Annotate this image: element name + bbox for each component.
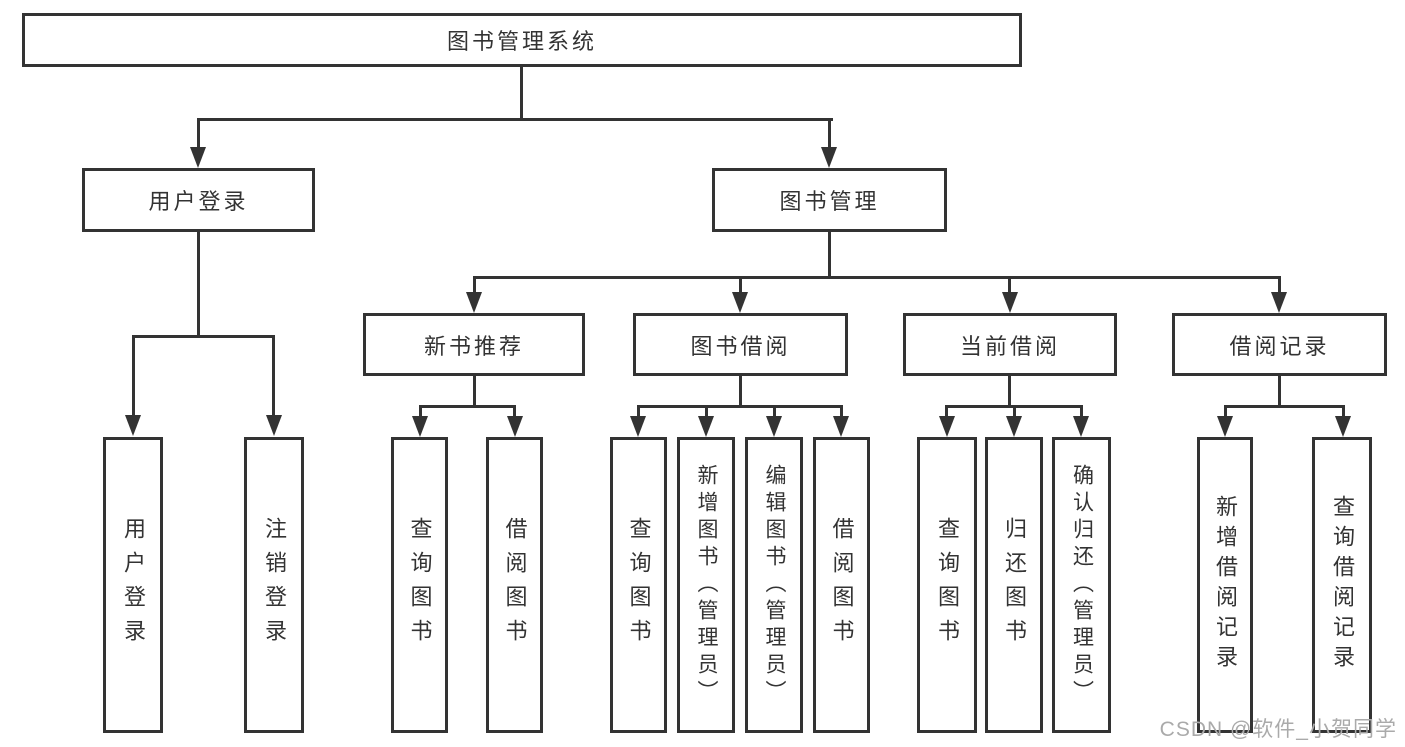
connector-drop-user-login	[197, 118, 200, 147]
connector-drop	[705, 405, 708, 416]
leaf-borrow-books-recommend: 借阅图书	[486, 437, 543, 733]
arrowhead	[698, 416, 714, 437]
node-label: 用户登录	[148, 189, 249, 214]
node-label: 图书管理	[779, 189, 880, 214]
node-label: 查询图书	[626, 517, 652, 653]
connector-borrow-records-stem	[1278, 376, 1281, 405]
arrowhead	[1073, 416, 1089, 437]
arrowhead-borrow-records	[1271, 292, 1287, 313]
arrowhead-new-book	[466, 292, 482, 313]
connector-drop	[1224, 405, 1227, 416]
leaf-borrow-books: 借阅图书	[813, 437, 870, 733]
arrowhead	[1335, 416, 1351, 437]
node-user-login: 用户登录	[82, 168, 315, 232]
node-book-borrow: 图书借阅	[633, 313, 848, 376]
connector-drop-current-borrow	[1008, 276, 1011, 292]
connector-root-branch	[197, 118, 833, 121]
connector-drop-leaf-logout	[272, 335, 275, 415]
arrowhead-book-management	[821, 147, 837, 168]
node-new-book-recommend: 新书推荐	[363, 313, 585, 376]
node-label: 图书借阅	[690, 333, 791, 359]
node-label: 新书推荐	[423, 333, 524, 359]
connector-user-login-branch	[132, 335, 275, 338]
connector-drop-leaf-user-login	[132, 335, 135, 415]
leaf-add-books-admin: 新增图书（管理员）	[677, 437, 735, 733]
node-label: 查询图书	[935, 517, 960, 653]
arrowhead	[412, 416, 428, 437]
node-label: 用户登录	[121, 517, 146, 653]
node-label: 编辑图书（管理员）	[763, 463, 786, 707]
connector-user-login-stem	[197, 232, 200, 335]
connector-drop	[419, 405, 422, 416]
node-label: 借阅记录	[1229, 333, 1330, 359]
node-library-management-system: 图书管理系统	[22, 13, 1022, 67]
csdn-watermark: CSDN @软件_小贺同学	[1159, 718, 1397, 741]
arrowhead-current-borrow	[1002, 292, 1018, 313]
node-label: 借阅图书	[829, 517, 855, 653]
node-label: 当前借阅	[959, 333, 1060, 359]
arrowhead	[1006, 416, 1022, 437]
node-label: 注销登录	[262, 517, 287, 653]
connector-borrow-records-branch	[1224, 405, 1345, 408]
connector-drop	[773, 405, 776, 416]
arrowhead	[507, 416, 523, 437]
leaf-confirm-return-admin: 确认归还（管理员）	[1052, 437, 1111, 733]
connector-drop	[1013, 405, 1016, 416]
leaf-add-borrow-record: 新增借阅记录	[1197, 437, 1253, 733]
arrowhead	[630, 416, 646, 437]
arrowhead-book-borrow	[732, 292, 748, 313]
arrowhead-leaf-logout	[266, 415, 282, 436]
node-label: 归还图书	[1002, 517, 1027, 653]
node-label: 确认归还（管理员）	[1070, 463, 1094, 707]
node-label: 图书管理系统	[446, 29, 597, 54]
leaf-return-books: 归还图书	[985, 437, 1043, 733]
leaf-query-borrow-record: 查询借阅记录	[1312, 437, 1372, 733]
connector-drop	[1080, 405, 1083, 416]
connector-new-book-stem	[473, 376, 476, 405]
connector-drop	[945, 405, 948, 416]
leaf-logout: 注销登录	[244, 437, 304, 733]
arrowhead	[1217, 416, 1233, 437]
leaf-query-books-current: 查询图书	[917, 437, 977, 733]
connector-book-management-branch	[473, 276, 1281, 279]
connector-drop	[840, 405, 843, 416]
connector-book-borrow-stem	[739, 376, 742, 405]
arrowhead-user-login	[190, 147, 206, 168]
arrowhead	[939, 416, 955, 437]
node-current-borrow: 当前借阅	[903, 313, 1117, 376]
leaf-edit-books-admin: 编辑图书（管理员）	[745, 437, 803, 733]
connector-book-management-stem	[828, 232, 831, 276]
leaf-query-books-recommend: 查询图书	[391, 437, 448, 733]
connector-new-book-branch	[419, 405, 516, 408]
arrowhead	[833, 416, 849, 437]
node-label: 查询借阅记录	[1330, 495, 1355, 675]
leaf-query-books-borrow: 查询图书	[610, 437, 667, 733]
connector-drop	[637, 405, 640, 416]
connector-drop-book-management	[828, 118, 831, 147]
connector-drop	[513, 405, 516, 416]
connector-book-borrow-branch	[637, 405, 843, 408]
connector-drop-book-borrow	[739, 276, 742, 292]
connector-current-borrow-stem	[1008, 376, 1011, 405]
arrowhead	[766, 416, 782, 437]
node-label: 查询图书	[407, 517, 433, 653]
node-book-management: 图书管理	[712, 168, 947, 232]
connector-drop-new-book	[473, 276, 476, 292]
connector-root-stem	[520, 67, 523, 118]
node-label: 借阅图书	[502, 517, 528, 653]
node-label: 新增借阅记录	[1213, 495, 1238, 675]
connector-drop-borrow-records	[1278, 276, 1281, 292]
leaf-user-login: 用户登录	[103, 437, 163, 733]
node-borrow-records: 借阅记录	[1172, 313, 1387, 376]
arrowhead-leaf-user-login	[125, 415, 141, 436]
node-label: 新增图书（管理员）	[695, 463, 718, 707]
connector-drop	[1342, 405, 1345, 416]
